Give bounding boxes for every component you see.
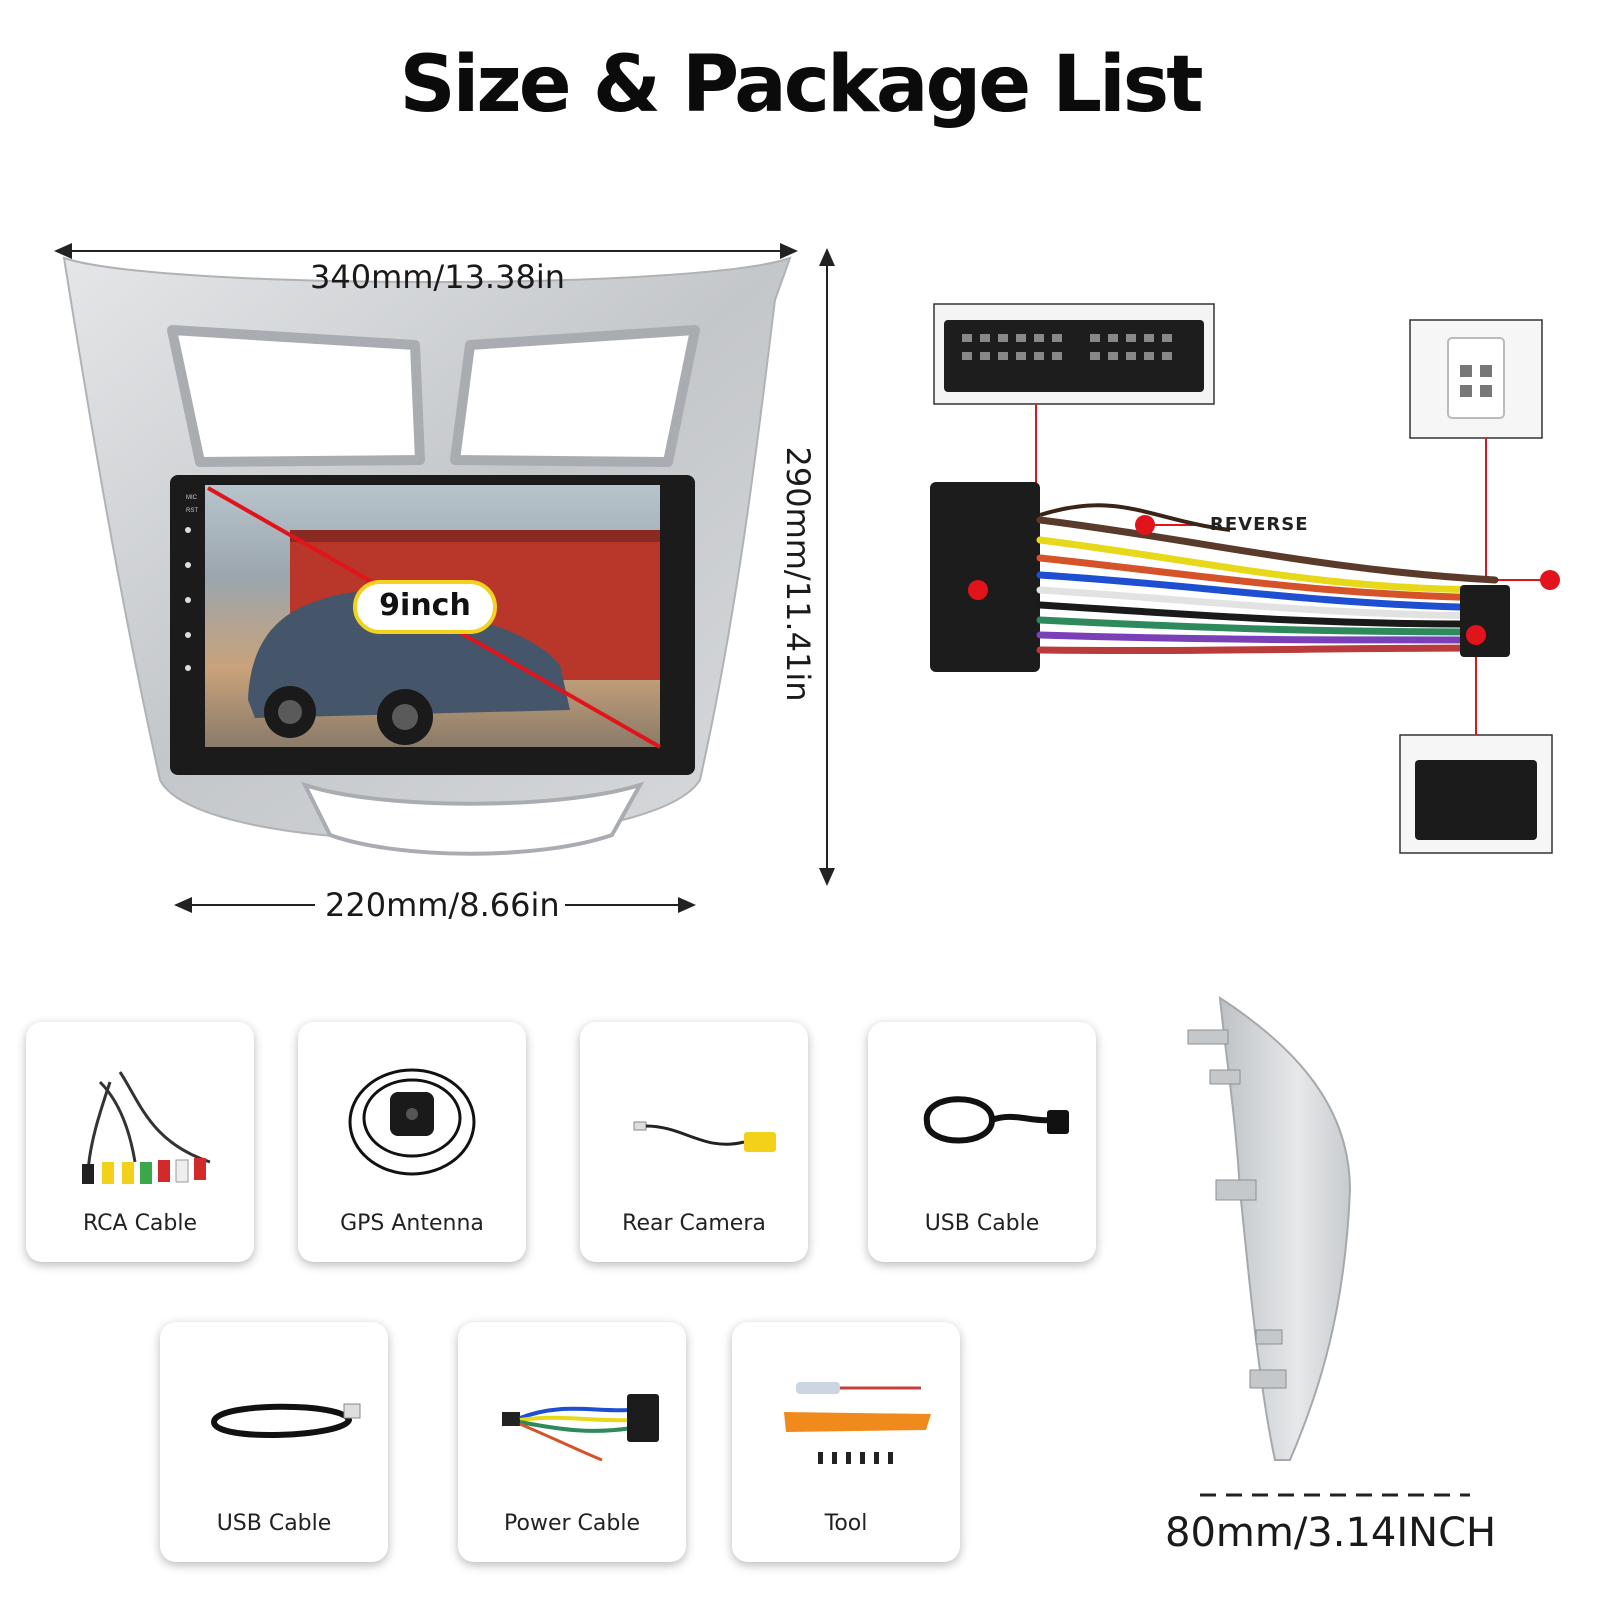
rca-cable-icon [82,1071,211,1184]
gps-antenna-icon [348,1068,476,1176]
main-harness-plug [930,482,1040,672]
side-buttons [185,527,191,671]
dimension-width-bottom: 220mm/8.66in [325,886,560,924]
package-item-label: Power Cable [504,1511,640,1536]
screen-size-badge: 9inch [379,588,471,623]
vent-left [167,325,425,467]
car-image [248,591,570,718]
package-item-label: USB Cable [924,1211,1040,1236]
package-item-label: GPS Antenna [340,1211,484,1236]
rear-camera-cable-icon [633,1121,776,1152]
package-item-label: Tool [824,1511,868,1536]
volume-up-icon [185,632,191,638]
package-item-label: Rear Camera [622,1211,766,1236]
vent-right [450,325,700,467]
mic-label: MIC [186,495,197,501]
tool-icon [784,1382,931,1464]
package-item: Power Cable [458,1322,686,1562]
power-cable-icon [502,1394,659,1462]
fascia-side-profile [1187,996,1352,1461]
lower-opening [301,781,645,856]
volume-down-icon [185,665,191,671]
home-icon [185,562,191,568]
size-badge-frame [353,580,497,634]
package-item: RCA Cable [26,1022,254,1262]
package-item-label: USB Cable [216,1511,332,1536]
wiring-harness-diagram [930,303,1560,854]
iso-harness-plug [1460,585,1510,657]
dimension-depth: 80mm/3.14INCH [1165,1510,1497,1556]
reverse-label: REVERSE [1210,514,1309,535]
usb-cable-icon [210,1403,361,1438]
package-item: USB Cable [160,1322,388,1562]
dimension-width-top: 340mm/13.38in [310,258,565,296]
usb-cable-icon [923,1096,1069,1144]
package-item: Rear Camera [580,1022,808,1262]
power-icon [185,527,191,533]
head-unit-diagram [54,243,835,913]
dimension-height: 290mm/11.41in [779,446,817,702]
package-item: Tool [732,1322,960,1562]
page-title: Size & Package List [399,40,1203,130]
package-item: GPS Antenna [298,1022,526,1262]
package-item-label: RCA Cable [82,1211,198,1236]
depth-dashed-line [1200,1493,1470,1497]
package-item: USB Cable [868,1022,1096,1262]
back-icon [185,597,191,603]
rst-label: RST [186,508,198,514]
